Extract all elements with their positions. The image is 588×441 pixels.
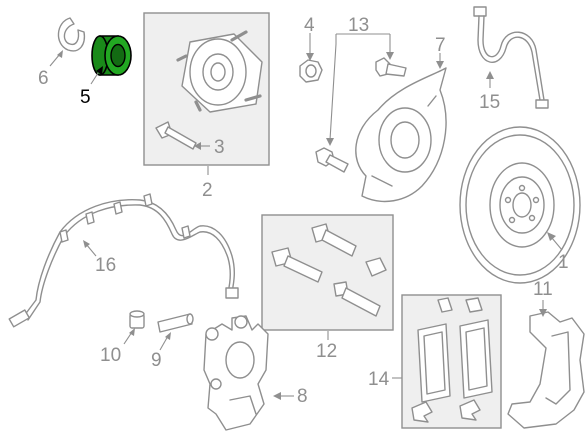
- part-13-bolt-lower[interactable]: [315, 147, 349, 173]
- callout-13[interactable]: 13: [348, 15, 369, 36]
- part-10-cap[interactable]: [129, 310, 145, 329]
- callout-7[interactable]: 7: [435, 35, 446, 56]
- part-1-brake-disc[interactable]: [459, 126, 581, 284]
- part-3-hub-bolt[interactable]: [155, 121, 197, 150]
- part-14-spring-left[interactable]: [411, 401, 433, 423]
- callout-1[interactable]: 1: [558, 252, 569, 273]
- part-14-brake-pad-left[interactable]: [417, 323, 451, 403]
- part-14-pad-clip-top-right[interactable]: [465, 297, 483, 313]
- callout-2[interactable]: 2: [202, 180, 213, 201]
- part-11-caliper-bracket[interactable]: [507, 311, 585, 429]
- callout-15[interactable]: 15: [479, 92, 500, 113]
- part-12-bushing[interactable]: [365, 257, 387, 277]
- part-15-brake-hose[interactable]: [473, 6, 549, 109]
- callout-11[interactable]: 11: [533, 279, 553, 300]
- callout-14[interactable]: 14: [368, 369, 390, 390]
- part-5-bushing[interactable]: [91, 35, 132, 76]
- part-9-pin[interactable]: [157, 313, 194, 333]
- callout-8[interactable]: 8: [297, 386, 308, 407]
- callout-10[interactable]: 10: [100, 345, 121, 366]
- callout-4[interactable]: 4: [304, 15, 315, 36]
- callout-6[interactable]: 6: [38, 68, 49, 89]
- part-2-wheel-hub[interactable]: [176, 30, 263, 113]
- callout-12[interactable]: 12: [316, 341, 337, 362]
- part-14-pad-clip-top-left[interactable]: [437, 297, 453, 313]
- part-14-brake-pad-right[interactable]: [459, 319, 493, 399]
- part-8-brake-caliper[interactable]: [203, 315, 269, 431]
- part-12-guide-pin-a[interactable]: [311, 223, 357, 257]
- callout-labels: 1 2 3 4 5 6 7 8 9 10 11 12 13 14 15 16: [38, 15, 569, 407]
- part-6-retaining-clip[interactable]: [57, 17, 86, 52]
- part-13-bolt-upper[interactable]: [375, 57, 407, 77]
- part-14-spring-right[interactable]: [459, 399, 481, 421]
- leader-lines: [49, 33, 563, 400]
- part-12-guide-pin-b[interactable]: [271, 247, 323, 283]
- callout-5[interactable]: 5: [80, 87, 91, 108]
- callout-3[interactable]: 3: [214, 137, 225, 158]
- part-4-nut[interactable]: [299, 59, 323, 83]
- callout-9[interactable]: 9: [151, 350, 162, 371]
- part-12-guide-pin-c[interactable]: [333, 281, 381, 317]
- part-7-dust-shield[interactable]: [355, 67, 447, 203]
- part-16-wear-sensor[interactable]: [8, 193, 239, 328]
- callout-16[interactable]: 16: [95, 255, 116, 276]
